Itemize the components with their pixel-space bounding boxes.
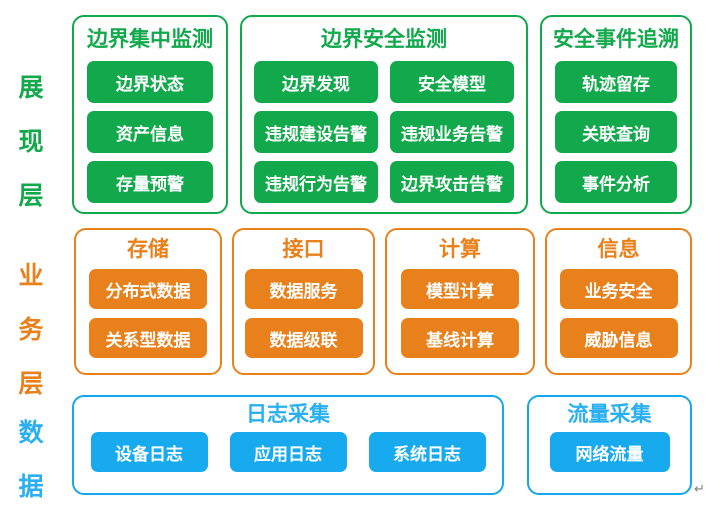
panel-title: 流量采集	[567, 403, 652, 426]
panel-flow-collection[interactable]: 流量采集 网络流量	[527, 395, 692, 495]
chip-asset-info[interactable]: 资产信息	[87, 111, 213, 153]
chip-row: 业务安全	[547, 269, 690, 318]
panel-title: 日志采集	[246, 403, 330, 426]
chip-row: 违规建设告警 违规业务告警	[242, 111, 526, 161]
chip-model-compute[interactable]: 模型计算	[401, 269, 519, 309]
panel-log-collection[interactable]: 日志采集 设备日志 应用日志 系统日志	[72, 395, 504, 495]
chip-network-traffic[interactable]: 网络流量	[549, 432, 670, 472]
panel-title: 信息	[597, 238, 640, 261]
chip-row: 关系型数据	[76, 318, 220, 367]
paragraph-return-mark: ↵	[694, 482, 705, 497]
chip-row: 设备日志 应用日志 系统日志	[74, 432, 502, 482]
chip-row: 威胁信息	[547, 318, 690, 367]
chip-group: 边界状态 资产信息 存量预警	[74, 61, 226, 211]
chip-row: 数据级联	[234, 318, 373, 367]
chip-group: 轨迹留存 关联查询 事件分析	[542, 61, 690, 211]
chip-data-cascade[interactable]: 数据级联	[244, 318, 363, 358]
chip-application-log[interactable]: 应用日志	[229, 432, 347, 472]
chip-correlation-query[interactable]: 关联查询	[555, 111, 677, 153]
chip-row: 网络流量	[529, 432, 690, 482]
chip-row: 边界发现 安全模型	[242, 61, 526, 111]
chip-baseline-compute[interactable]: 基线计算	[401, 318, 519, 358]
layer-label-char: 现	[18, 128, 44, 156]
chip-security-model[interactable]: 安全模型	[390, 61, 514, 103]
chip-row: 数据服务	[234, 269, 373, 318]
layer-label-business: 业 务 层	[8, 236, 54, 425]
chip-stock-warning[interactable]: 存量预警	[87, 161, 213, 203]
chip-group: 业务安全 威胁信息	[547, 269, 690, 367]
layer-label-char: 展	[18, 74, 44, 102]
chip-row: 边界状态	[74, 61, 226, 111]
chip-trace-retention[interactable]: 轨迹留存	[555, 61, 677, 103]
chip-business-security[interactable]: 业务安全	[559, 269, 678, 309]
chip-distributed-data[interactable]: 分布式数据	[89, 269, 207, 309]
chip-border-discovery[interactable]: 边界发现	[254, 61, 378, 103]
panel-title: 安全事件追溯	[553, 28, 679, 51]
chip-group: 边界发现 安全模型 违规建设告警 违规业务告警 违规行为告警 边界攻击告警	[242, 61, 526, 211]
panel-storage[interactable]: 存储 分布式数据 关系型数据	[74, 228, 222, 375]
panel-title: 计算	[439, 238, 481, 261]
layer-label-char: 业	[18, 262, 44, 290]
chip-border-status[interactable]: 边界状态	[87, 61, 213, 103]
chip-border-attack-alert[interactable]: 边界攻击告警	[390, 161, 514, 203]
panel-title: 存储	[127, 238, 169, 261]
chip-illegal-construction-alert[interactable]: 违规建设告警	[254, 111, 378, 153]
panel-border-central[interactable]: 边界集中监测 边界状态 资产信息 存量预警	[72, 15, 228, 214]
layer-label-char: 务	[18, 316, 44, 344]
panel-title: 接口	[282, 238, 325, 261]
panel-title: 边界集中监测	[87, 28, 213, 51]
layer-label-data: 数 据 层	[8, 393, 54, 514]
chip-group: 网络流量	[529, 432, 690, 482]
chip-row: 模型计算	[387, 269, 533, 318]
chip-device-log[interactable]: 设备日志	[90, 432, 208, 472]
chip-row: 事件分析	[542, 161, 690, 211]
chip-system-log[interactable]: 系统日志	[368, 432, 486, 472]
chip-row: 存量预警	[74, 161, 226, 211]
chip-illegal-business-alert[interactable]: 违规业务告警	[390, 111, 514, 153]
chip-illegal-behavior-alert[interactable]: 违规行为告警	[254, 161, 378, 203]
panel-compute[interactable]: 计算 模型计算 基线计算	[385, 228, 535, 375]
chip-group: 模型计算 基线计算	[387, 269, 533, 367]
chip-row: 资产信息	[74, 111, 226, 161]
layer-label-char: 层	[18, 182, 44, 210]
layer-label-char: 层	[18, 370, 44, 398]
chip-row: 关联查询	[542, 111, 690, 161]
panel-event-trace[interactable]: 安全事件追溯 轨迹留存 关联查询 事件分析	[540, 15, 692, 214]
chip-row: 轨迹留存	[542, 61, 690, 111]
layer-label-char: 数	[18, 419, 44, 447]
chip-event-analysis[interactable]: 事件分析	[555, 161, 677, 203]
chip-row: 基线计算	[387, 318, 533, 367]
chip-threat-intel[interactable]: 威胁信息	[559, 318, 678, 358]
chip-group: 数据服务 数据级联	[234, 269, 373, 367]
chip-relational-data[interactable]: 关系型数据	[89, 318, 207, 358]
layer-label-presentation: 展 现 层	[8, 48, 54, 237]
chip-group: 分布式数据 关系型数据	[76, 269, 220, 367]
panel-info[interactable]: 信息 业务安全 威胁信息	[545, 228, 692, 375]
panel-title: 边界安全监测	[321, 28, 447, 51]
chip-group: 设备日志 应用日志 系统日志	[74, 432, 502, 482]
panel-border-security[interactable]: 边界安全监测 边界发现 安全模型 违规建设告警 违规业务告警 违规行为告警 边界…	[240, 15, 528, 214]
layer-label-char: 据	[18, 473, 44, 501]
chip-row: 分布式数据	[76, 269, 220, 318]
chip-row: 违规行为告警 边界攻击告警	[242, 161, 526, 211]
chip-data-service[interactable]: 数据服务	[244, 269, 363, 309]
panel-api[interactable]: 接口 数据服务 数据级联	[232, 228, 375, 375]
